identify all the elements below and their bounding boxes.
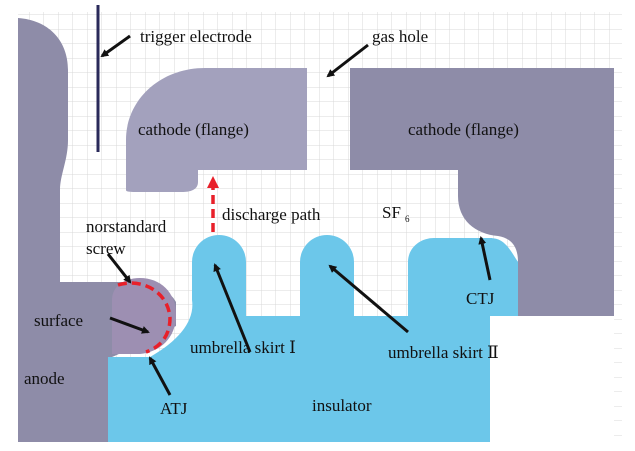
label-gas-hole: gas hole (372, 27, 428, 46)
screw-surface-path (117, 281, 172, 354)
label-trigger-electrode: trigger electrode (140, 27, 252, 46)
arrow-nonstandard-screw (106, 253, 132, 284)
label-discharge-path: discharge path (222, 205, 321, 224)
label-sf6: SF (382, 203, 401, 222)
cathode-right-body (350, 68, 614, 316)
label-anode: anode (24, 369, 65, 388)
label-insulator: insulator (312, 396, 372, 415)
insulator-body (108, 235, 492, 442)
label-umbrella-skirt-1: umbrella skirt Ⅰ (190, 338, 296, 357)
arrow-umbrella-skirt-2 (328, 264, 409, 334)
label-nonstandard-screw-line1: norstandard (86, 217, 167, 236)
label-ctj: CTJ (466, 289, 495, 308)
label-surface: surface (34, 311, 83, 330)
label-cathode-right: cathode (flange) (408, 120, 519, 139)
cathode-left-body (126, 68, 307, 192)
label-atj: ATJ (160, 399, 188, 418)
label-umbrella-skirt-2: umbrella skirt Ⅱ (388, 343, 499, 362)
arrow-gas-hole (326, 43, 369, 78)
insulator-right-edge (490, 238, 518, 316)
arrow-ctj (478, 236, 492, 281)
arrow-umbrella-skirt-1 (213, 263, 252, 353)
arrow-surface (109, 316, 150, 334)
arrow-trigger-electrode (100, 34, 131, 58)
label-nonstandard-screw-line2: screw (86, 239, 126, 258)
arrow-atj (148, 356, 172, 396)
label-cathode-left: cathode (flange) (138, 120, 249, 139)
label-sf6-subscript: 6 (405, 214, 410, 224)
insulator-right-clear (490, 316, 614, 442)
